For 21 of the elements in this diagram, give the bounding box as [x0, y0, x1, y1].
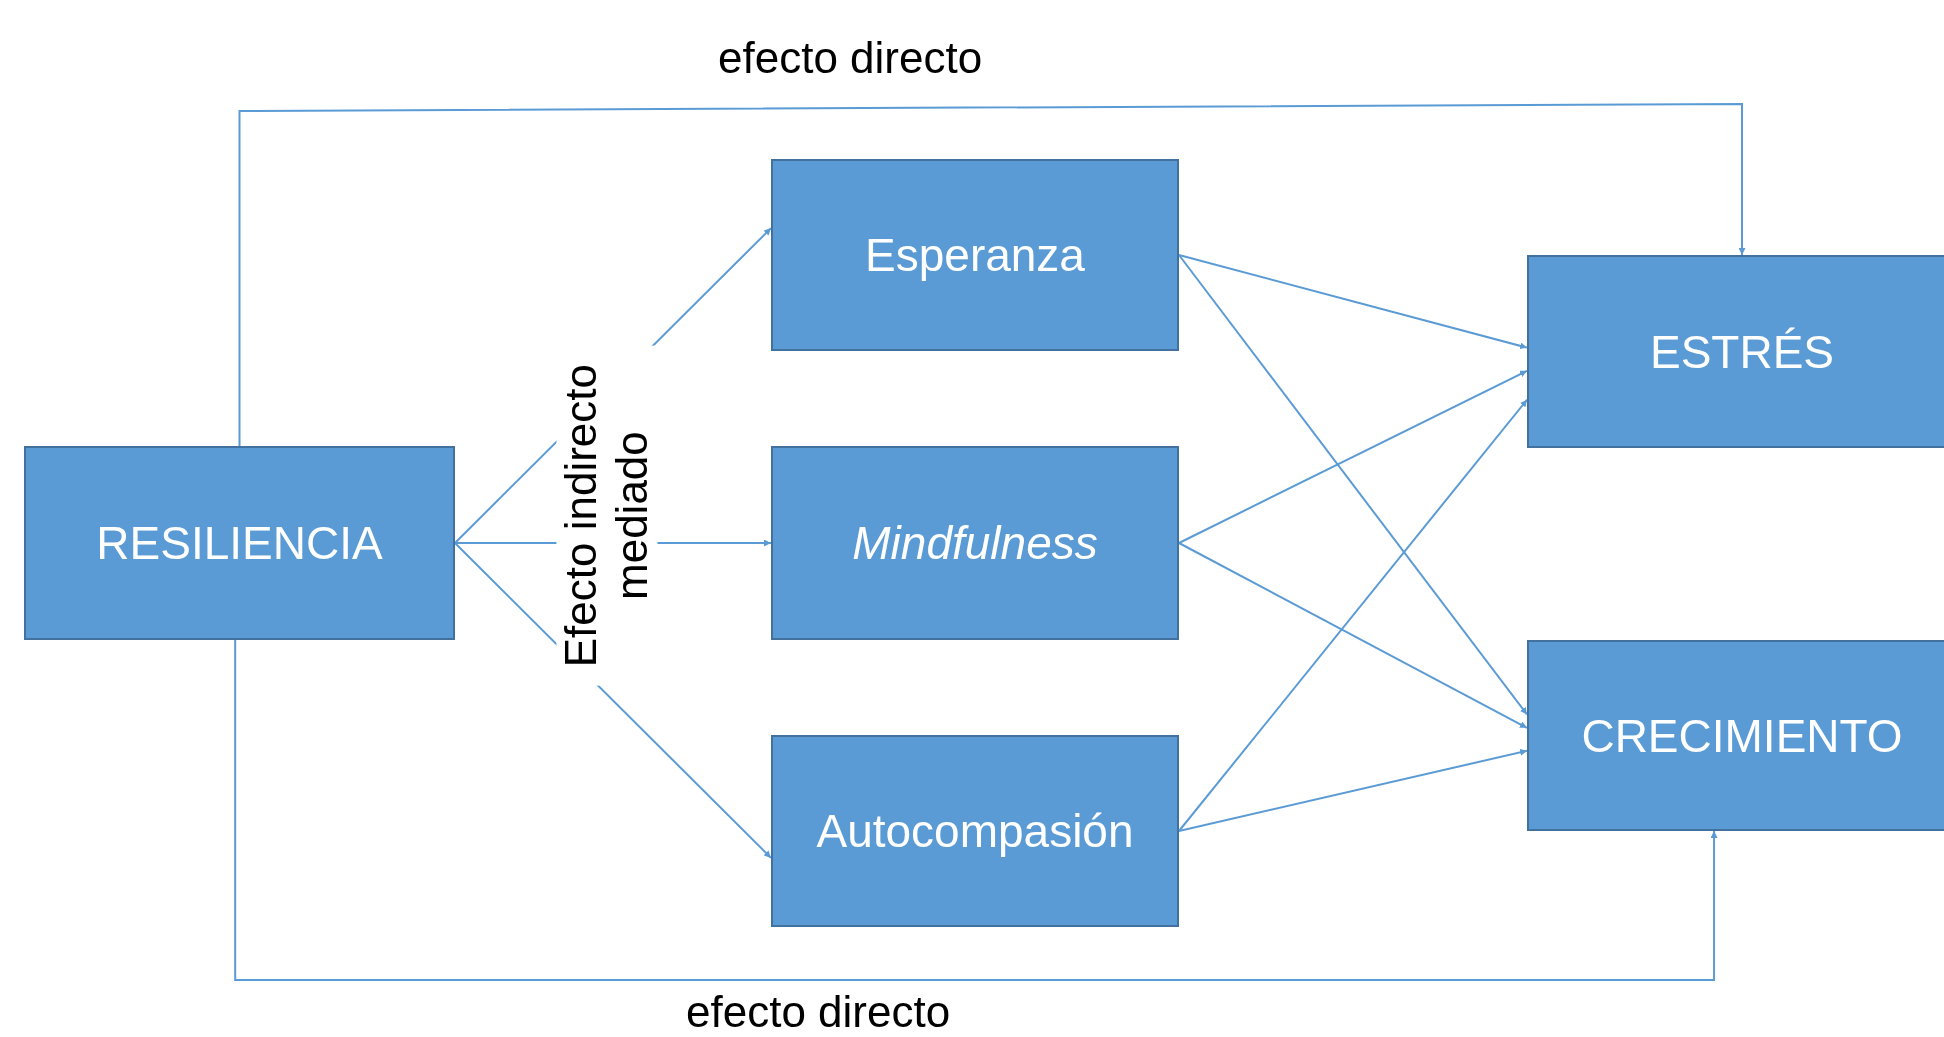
arrow: [1178, 254, 1528, 350]
arrow: [1178, 254, 1528, 716]
annotation-text: Efecto indirecto mediado: [556, 345, 658, 686]
variable-label: Mindfulness: [852, 516, 1098, 570]
variable-box: [771, 446, 1179, 640]
arrow: [238, 103, 1746, 447]
variable-box: [771, 735, 1179, 927]
arrow: [234, 639, 1718, 981]
variable-box: [1527, 640, 1944, 831]
arrow: [1178, 542, 1528, 729]
variable-box: [771, 159, 1179, 351]
variable-box: [24, 446, 455, 640]
variable-label: Esperanza: [865, 228, 1085, 282]
arrow: [1178, 398, 1528, 832]
arrow: [1178, 369, 1528, 544]
variable-label: CRECIMIENTO: [1581, 708, 1903, 763]
variable-label: ESTRÉS: [1649, 324, 1834, 379]
variable-label: Autocompasión: [816, 804, 1134, 858]
arrow: [1178, 748, 1528, 832]
variable-box: [1527, 255, 1944, 448]
variable-label: RESILIENCIA: [96, 516, 383, 570]
